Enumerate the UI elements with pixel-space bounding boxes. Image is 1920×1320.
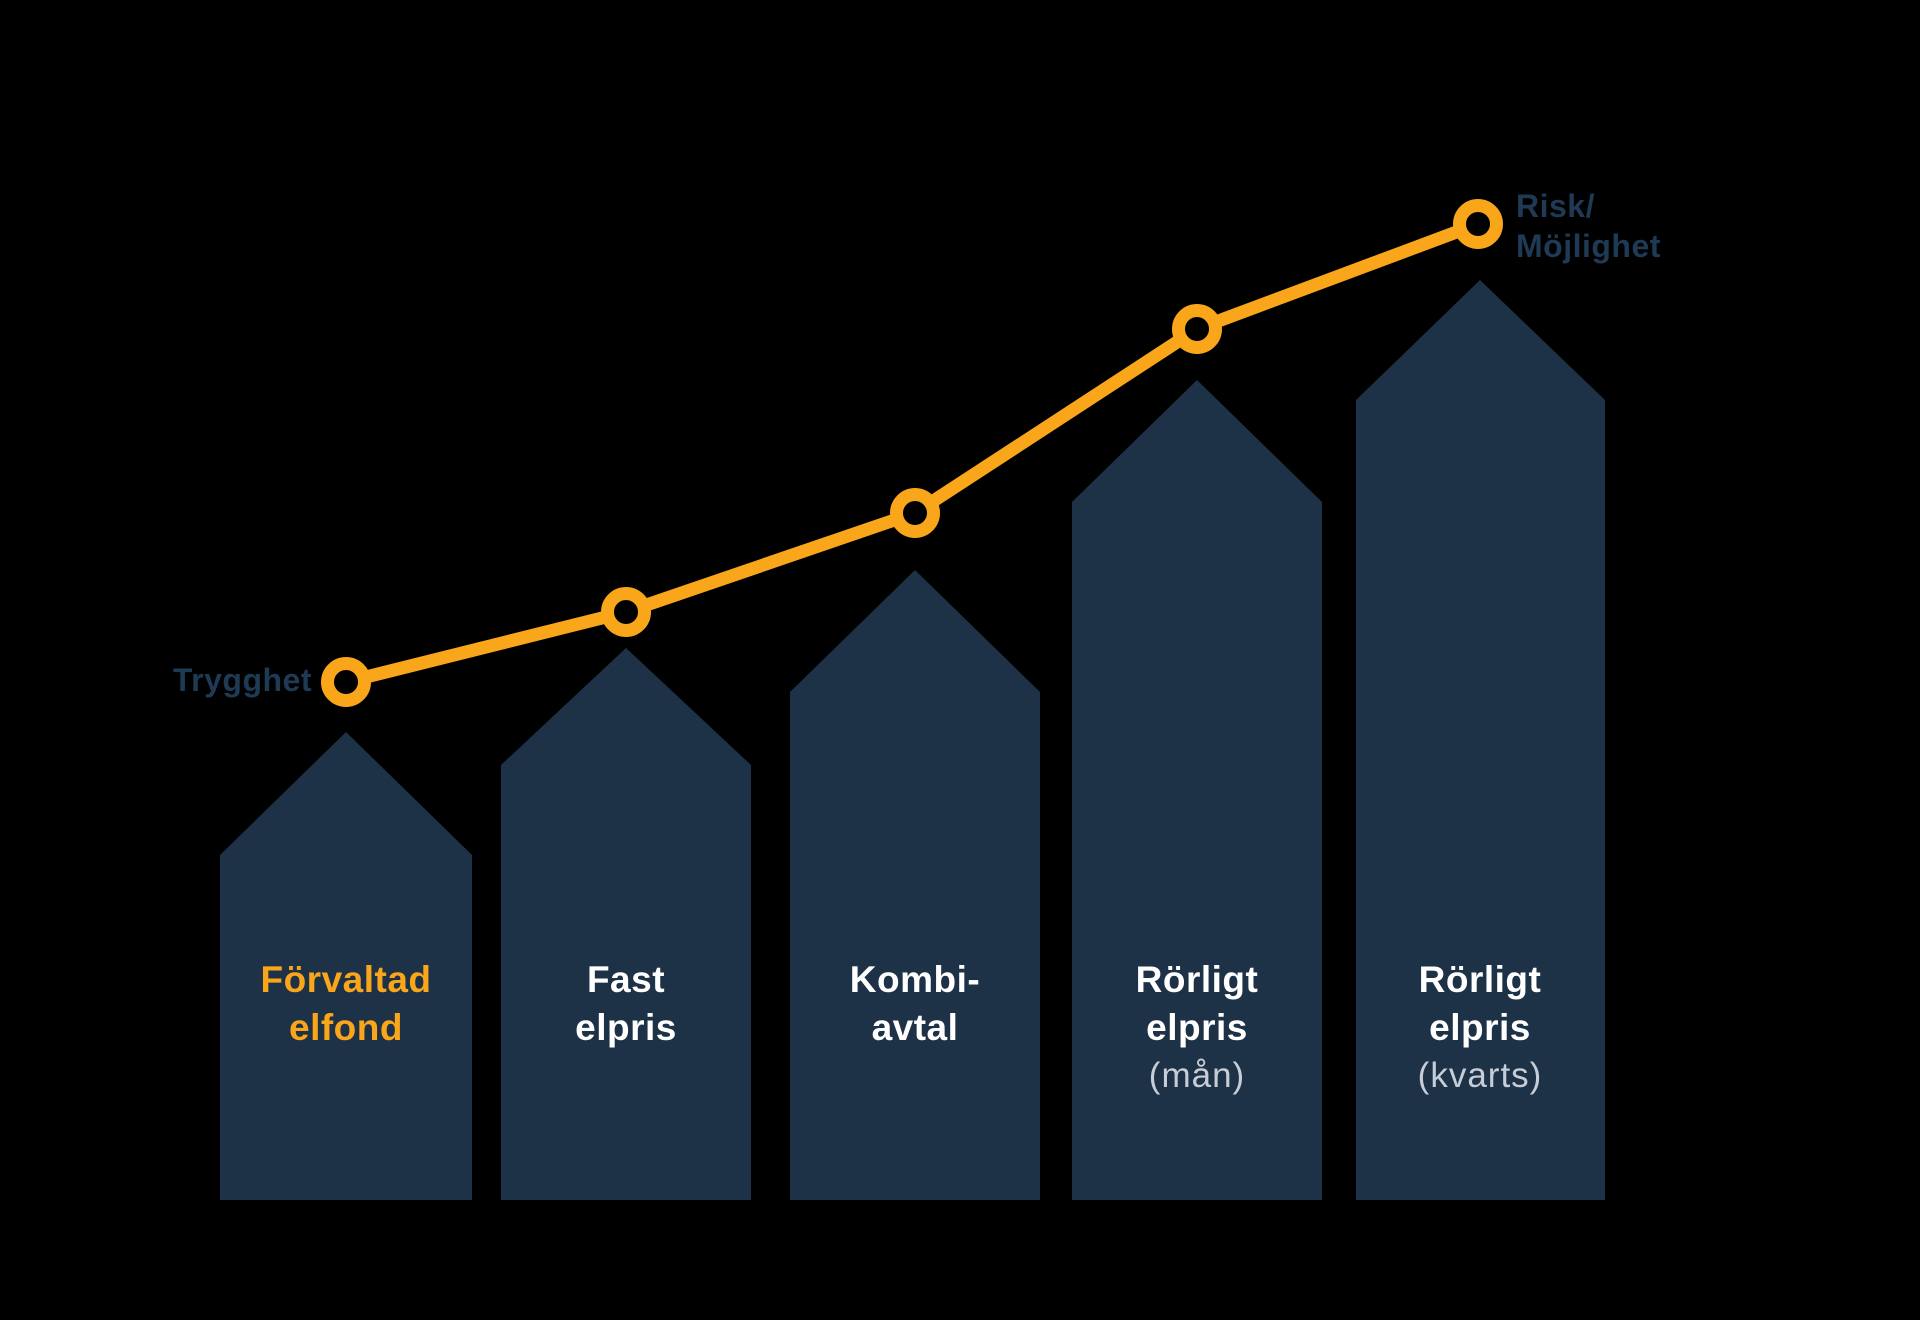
bar-label-line: Fast bbox=[586, 959, 666, 1000]
trend-marker-1 bbox=[321, 657, 371, 707]
bar-label-rorligt-elpris-kvarts: Rörligt elpris (kvarts) bbox=[1330, 956, 1630, 1100]
bar-label-fast-elpris: Fast elpris bbox=[476, 956, 776, 1052]
bar-shape-rorligt-elpris-man bbox=[1072, 380, 1322, 1200]
bar-label-line: Rörligt bbox=[1418, 959, 1542, 1000]
bar-label-line: Kombi- bbox=[849, 959, 981, 1000]
bar-label-sub: (kvarts) bbox=[1417, 1056, 1543, 1095]
annotation-risk-line2: Möjlighet bbox=[1516, 228, 1661, 264]
bar-label-rorligt-elpris-man: Rörligt elpris (mån) bbox=[1047, 956, 1347, 1100]
bar-shape-fast-elpris bbox=[501, 648, 751, 1200]
bar-label-line: elfond bbox=[289, 1007, 403, 1048]
bar-shape-rorligt-elpris-kvarts bbox=[1356, 280, 1605, 1200]
trend-marker-3 bbox=[890, 488, 940, 538]
bar-label-forvaltad-elfond: Förvaltad elfond bbox=[196, 956, 496, 1052]
bar-label-line: elpris bbox=[1429, 1007, 1531, 1048]
trend-marker-5 bbox=[1453, 199, 1503, 249]
trend-marker-4 bbox=[1172, 304, 1222, 354]
bar-shape-forvaltad-elfond bbox=[220, 732, 472, 1200]
bar-label-kombi-avtal: Kombi- avtal bbox=[765, 956, 1065, 1052]
bar-label-line: avtal bbox=[871, 1007, 959, 1048]
bar-shape-kombi-avtal bbox=[790, 570, 1040, 1200]
trend-marker-2 bbox=[601, 587, 651, 637]
bars-group bbox=[220, 280, 1605, 1200]
annotation-risk-line1: Risk/ bbox=[1516, 188, 1595, 224]
bar-label-line: Rörligt bbox=[1135, 959, 1259, 1000]
trend-markers bbox=[321, 199, 1503, 707]
bar-label-sub: (mån) bbox=[1148, 1056, 1246, 1095]
bar-label-line: elpris bbox=[1146, 1007, 1248, 1048]
bar-label-line: Förvaltad bbox=[260, 959, 432, 1000]
annotation-risk-mojlighet: Risk/ Möjlighet bbox=[1516, 186, 1661, 266]
bar-label-line: elpris bbox=[575, 1007, 677, 1048]
annotation-trygghet: Trygghet bbox=[172, 662, 312, 698]
